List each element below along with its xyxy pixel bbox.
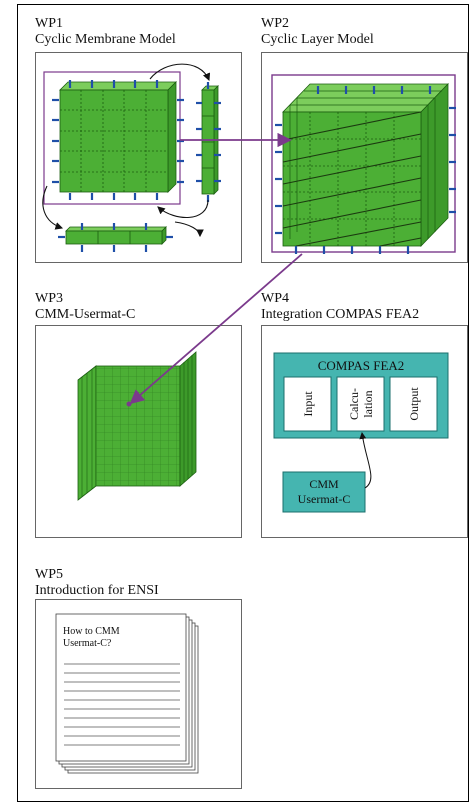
wp3-title: CMM-Usermat-C <box>35 307 136 322</box>
wp1-membrane-model <box>42 63 221 252</box>
output-label: Output <box>407 387 421 421</box>
figure-frame <box>17 4 469 802</box>
cmm-usermat-box <box>282 471 366 513</box>
wp4-id: WP4 <box>261 291 289 306</box>
doc-line-1: How to CMM <box>63 626 120 637</box>
cmm-label: CMM <box>309 477 339 491</box>
wp2-to-wp3-arrow <box>129 253 303 405</box>
wp5-document-stack: How to CMM Usermat-C? <box>55 613 199 774</box>
wp5-title: Introduction for ENSI <box>35 583 159 598</box>
wp2-title: Cyclic Layer Model <box>261 32 374 47</box>
input-label: Input <box>301 391 315 417</box>
wp1-row-blocks <box>58 223 173 252</box>
output-module <box>389 376 438 432</box>
wp4-compas-diagram: COMPAS FEA2 Input Calcu- lation Output C… <box>273 352 449 513</box>
wp1-title: Cyclic Membrane Model <box>35 32 176 47</box>
wp1-id: WP1 <box>35 16 63 31</box>
cmm-to-calculation-arrow <box>359 432 372 489</box>
calculation-label-1: Calcu- <box>347 388 361 420</box>
wp3-wall-model <box>77 351 197 501</box>
compas-box-title: COMPAS FEA2 <box>318 358 405 373</box>
wp2-id: WP2 <box>261 16 289 31</box>
wp2-layer-model <box>271 74 456 254</box>
input-module <box>283 376 332 432</box>
calculation-label-2: lation <box>361 390 375 417</box>
calculation-module <box>336 376 385 432</box>
wp3-id: WP3 <box>35 291 63 306</box>
doc-line-2: Usermat-C? <box>63 638 112 649</box>
wp1-column-blocks <box>196 82 221 202</box>
usermat-label: Usermat-C <box>298 492 351 506</box>
wp4-title: Integration COMPAS FEA2 <box>261 307 420 322</box>
wp5-id: WP5 <box>35 567 63 582</box>
